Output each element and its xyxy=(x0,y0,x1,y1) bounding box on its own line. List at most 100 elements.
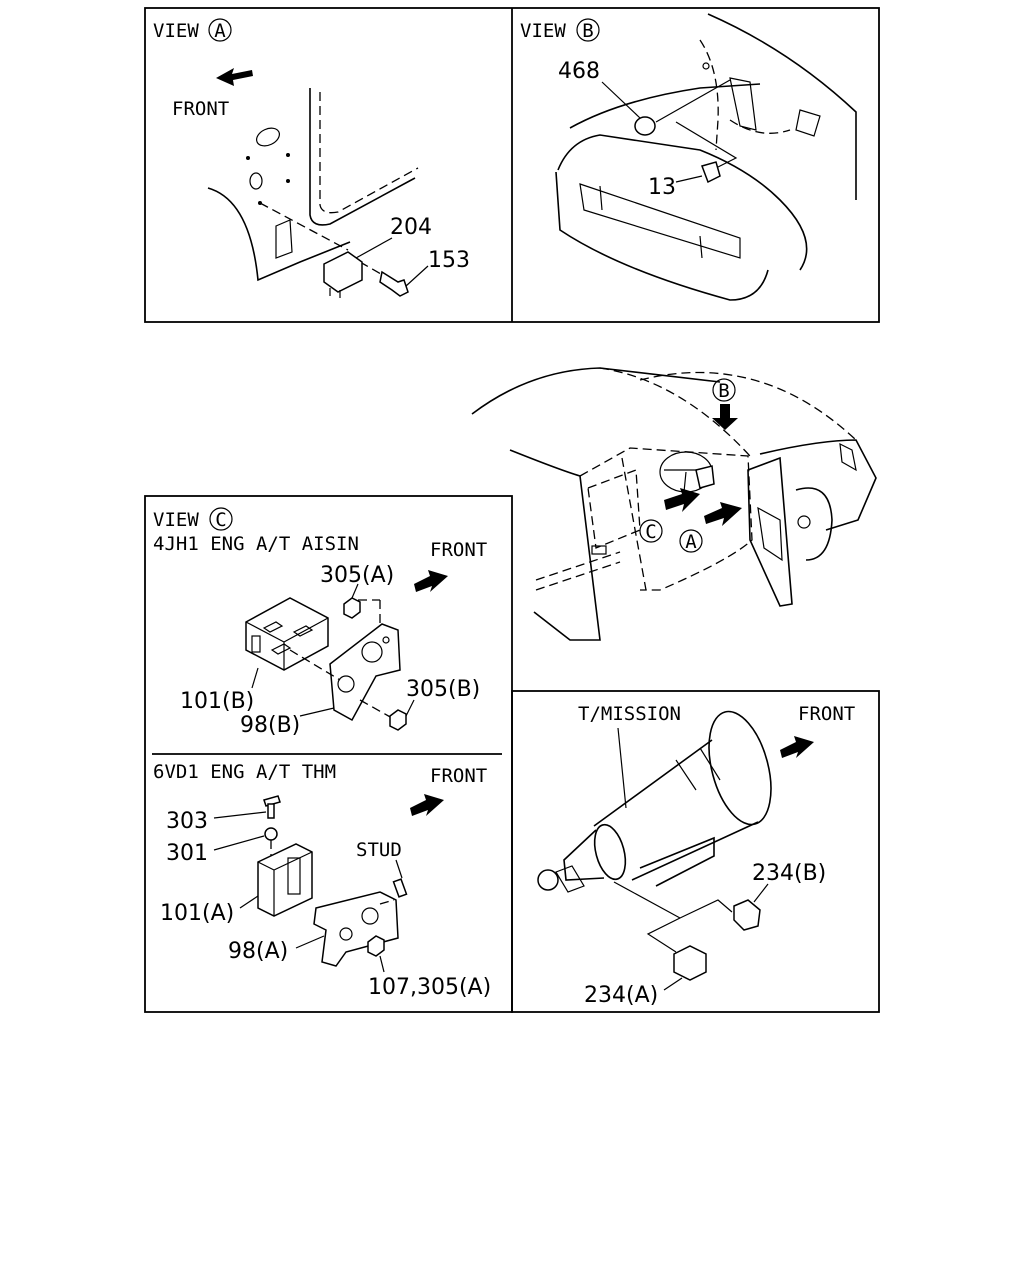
vehicle-marker-b xyxy=(712,378,736,402)
view-a-dot xyxy=(246,156,250,160)
vehicle-hub-icon xyxy=(797,515,811,529)
bolt-153 xyxy=(379,270,409,297)
callout-204: 204 xyxy=(390,215,432,240)
view-a-bracket-slot xyxy=(275,219,293,259)
view-a-front-label: FRONT xyxy=(172,98,229,120)
callout-98b-leader xyxy=(299,707,335,717)
callout-234a: 234(A) xyxy=(584,983,658,1008)
vehicle-arrow-b-icon xyxy=(712,404,738,430)
vehicle-marker-a xyxy=(679,529,703,553)
callout-98a-leader xyxy=(295,935,325,949)
callout-13: 13 xyxy=(648,175,676,200)
callout-234b-leader xyxy=(753,883,769,903)
view-a-leader xyxy=(259,202,349,251)
vehicle-body-line xyxy=(535,551,621,581)
ecu-101b-connector xyxy=(251,635,261,653)
transmission-case xyxy=(593,739,759,881)
vehicle-marker-c xyxy=(639,519,663,543)
view-b-dash-top xyxy=(707,13,857,200)
view-a-hole-2 xyxy=(249,172,263,190)
view-c-lower-hidden-2 xyxy=(379,899,395,905)
vehicle-wheel xyxy=(795,487,833,561)
vehicle-headlight xyxy=(839,442,857,472)
view-c-lower-front-arrow-icon xyxy=(410,794,444,816)
view-a-dot-3 xyxy=(286,179,290,183)
view-b-grille-bar-2 xyxy=(699,235,703,259)
vehicle-door-outline xyxy=(579,447,753,591)
vehicle-hood-line xyxy=(639,371,857,441)
vehicle-handle xyxy=(591,545,607,555)
relay-204 xyxy=(323,251,363,293)
view-b-panel: VIEW B 468 13 xyxy=(520,13,857,301)
view-c-upper-front: FRONT xyxy=(430,539,487,561)
callout-107-305a: 107,305(A) xyxy=(368,975,491,1000)
view-b-grille xyxy=(579,183,741,259)
bracket-98b-hole-3 xyxy=(382,636,390,644)
vehicle-front xyxy=(759,439,877,531)
callout-303: 303 xyxy=(166,809,208,834)
view-b-bracket xyxy=(729,77,757,131)
view-a-wheel-arch xyxy=(207,187,351,282)
vehicle-door-panel xyxy=(757,506,783,562)
view-b-letter: B xyxy=(582,20,593,42)
callout-107-leader xyxy=(379,955,385,973)
view-a-letter: A xyxy=(214,20,226,42)
transmission-frame xyxy=(511,690,880,1013)
case-ribs xyxy=(675,747,721,791)
vehicle-overview: B C A xyxy=(471,367,877,641)
transmission-label: T/MISSION xyxy=(578,703,681,725)
transmission-label-leader xyxy=(617,727,627,809)
vehicle-open-door xyxy=(747,456,793,607)
vehicle-marker-b-letter: B xyxy=(718,380,729,402)
ecu-101a xyxy=(257,843,313,917)
view-b-bracket-2 xyxy=(795,109,821,137)
switch-234b xyxy=(733,899,761,931)
callout-stud: STUD xyxy=(356,839,402,861)
part-468 xyxy=(634,116,656,136)
callout-303-leader xyxy=(213,811,267,819)
ecu-101b-edges xyxy=(245,617,329,670)
view-c-upper-hidden-4 xyxy=(359,699,393,719)
view-c-title: VIEW xyxy=(153,509,199,531)
vehicle-b-pillar xyxy=(621,457,647,591)
view-b-dash-line xyxy=(569,83,761,129)
vehicle-marker-c-letter: C xyxy=(645,521,656,543)
view-a-circle-icon xyxy=(208,18,232,42)
callout-101a-leader xyxy=(239,895,259,909)
vehicle-body-line-2 xyxy=(535,561,621,591)
view-c-upper: VIEW C 4JH1 ENG A/T AISIN FRONT 305(A) 3… xyxy=(153,507,487,738)
view-a-pillar xyxy=(309,88,416,226)
bracket-98b-hole xyxy=(361,641,383,663)
ecu-101b xyxy=(245,597,329,671)
transmission-rear xyxy=(593,823,627,881)
nut-305b xyxy=(389,709,407,731)
bracket-98a-hole xyxy=(361,907,379,925)
callout-153-leader xyxy=(405,265,429,287)
callout-305a-leader xyxy=(351,583,359,599)
output-shaft xyxy=(537,869,559,891)
nut-305a xyxy=(343,597,361,619)
vehicle-roof-hidden xyxy=(599,367,751,457)
callout-305b: 305(B) xyxy=(406,677,480,702)
view-c-upper-subtitle: 4JH1 ENG A/T AISIN xyxy=(153,533,359,555)
vehicle-rear-body xyxy=(509,449,601,641)
view-b-grille-bar xyxy=(599,185,603,211)
view-c-circle-icon xyxy=(209,507,233,531)
stud xyxy=(392,878,408,898)
callout-101b-leader xyxy=(251,667,259,689)
transmission-front: FRONT xyxy=(798,703,855,725)
callout-305a: 305(A) xyxy=(320,563,394,588)
view-a-title: VIEW xyxy=(153,20,199,42)
part-13 xyxy=(701,161,721,184)
callout-234b: 234(B) xyxy=(752,861,826,886)
bracket-98a-hole-2 xyxy=(339,927,353,941)
ecu-101b-tab-3 xyxy=(270,643,292,655)
bell-housing xyxy=(708,710,772,826)
callout-98b: 98(B) xyxy=(240,713,300,738)
switch-234a xyxy=(673,945,707,981)
view-b-rod xyxy=(655,79,731,123)
view-b-bumper xyxy=(555,171,769,301)
view-a-dot-2 xyxy=(286,153,290,157)
view-b-hidden-edge-2 xyxy=(729,119,791,134)
nut-107-305a xyxy=(367,935,385,957)
